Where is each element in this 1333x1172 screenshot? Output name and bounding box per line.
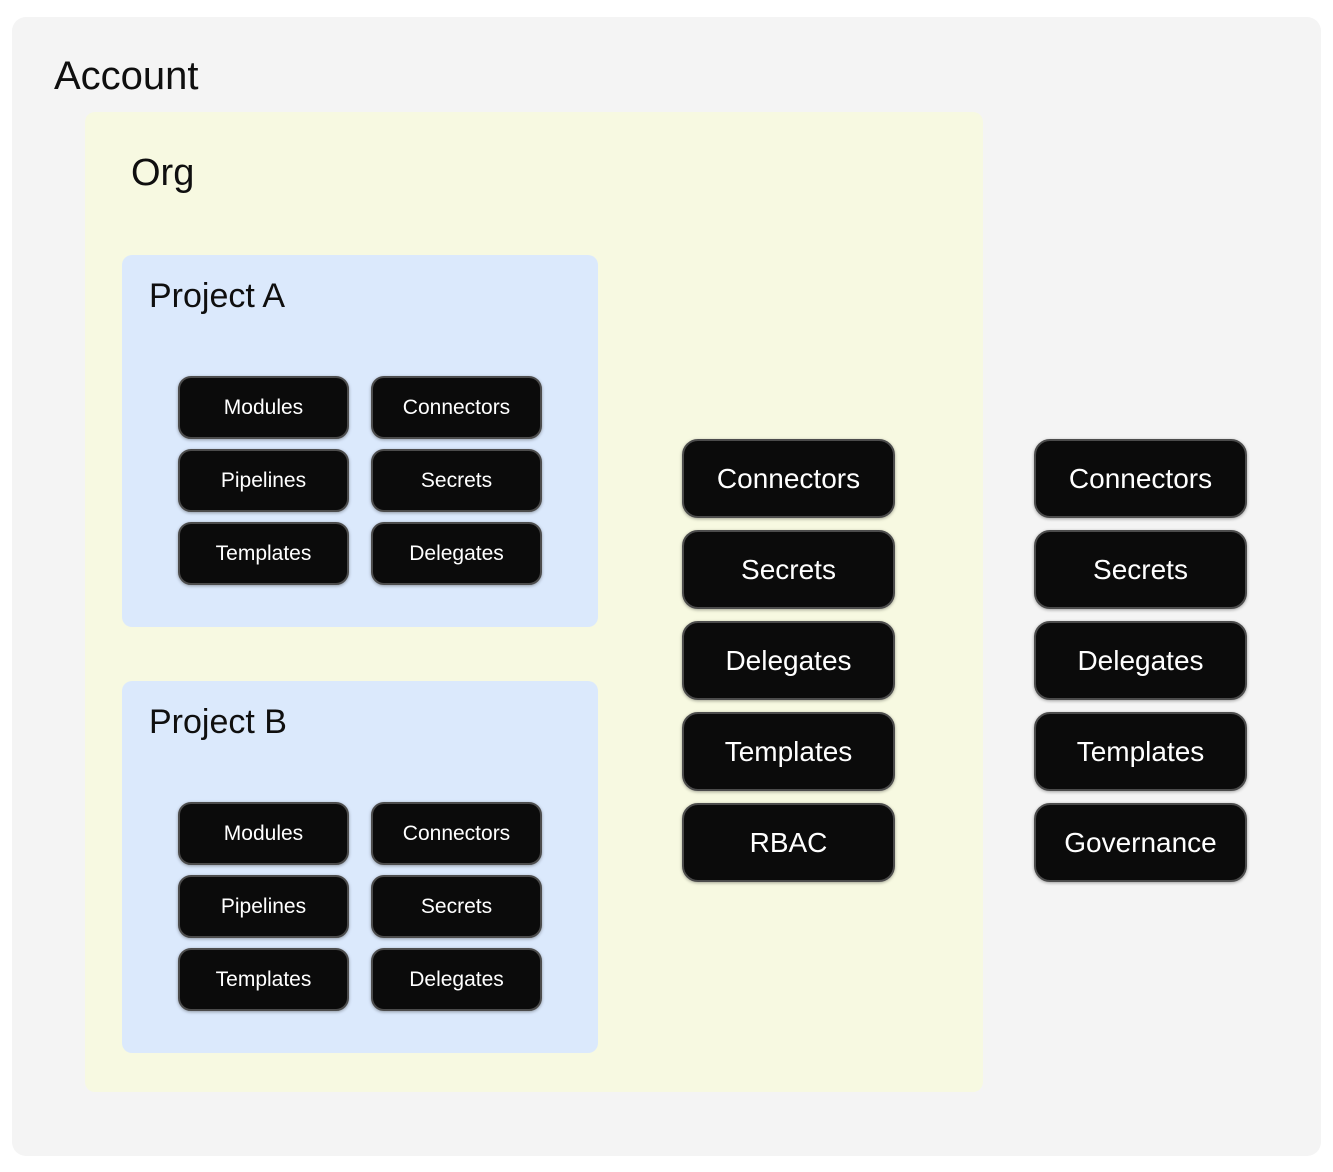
project-a-delegates-node: Delegates [371,522,542,585]
org-container: Org Project A Modules Connectors Pipelin… [85,112,983,1092]
org-rbac-node: RBAC [682,803,895,882]
project-b-templates-node: Templates [178,948,349,1011]
org-node-column: Connectors Secrets Delegates Templates R… [682,439,895,882]
project-a-connectors-node: Connectors [371,376,542,439]
project-b-node-grid: Modules Connectors Pipelines Secrets Tem… [178,802,542,1011]
org-delegates-node: Delegates [682,621,895,700]
account-delegates-node: Delegates [1034,621,1247,700]
account-governance-node: Governance [1034,803,1247,882]
project-a-templates-node: Templates [178,522,349,585]
account-secrets-node: Secrets [1034,530,1247,609]
project-b-delegates-node: Delegates [371,948,542,1011]
org-secrets-node: Secrets [682,530,895,609]
project-b-container: Project B Modules Connectors Pipelines S… [122,681,598,1053]
org-connectors-node: Connectors [682,439,895,518]
project-a-pipelines-node: Pipelines [178,449,349,512]
project-a-node-grid: Modules Connectors Pipelines Secrets Tem… [178,376,542,585]
project-b-pipelines-node: Pipelines [178,875,349,938]
project-b-secrets-node: Secrets [371,875,542,938]
project-b-connectors-node: Connectors [371,802,542,865]
project-a-title: Project A [149,277,286,315]
project-a-container: Project A Modules Connectors Pipelines S… [122,255,598,627]
account-title: Account [54,54,199,98]
project-b-modules-node: Modules [178,802,349,865]
org-title: Org [131,152,195,194]
project-b-title: Project B [149,703,287,741]
org-templates-node: Templates [682,712,895,791]
account-container: Account Org Project A Modules Connectors… [12,17,1321,1156]
account-connectors-node: Connectors [1034,439,1247,518]
project-a-modules-node: Modules [178,376,349,439]
account-node-column: Connectors Secrets Delegates Templates G… [1034,439,1247,882]
project-a-secrets-node: Secrets [371,449,542,512]
account-templates-node: Templates [1034,712,1247,791]
